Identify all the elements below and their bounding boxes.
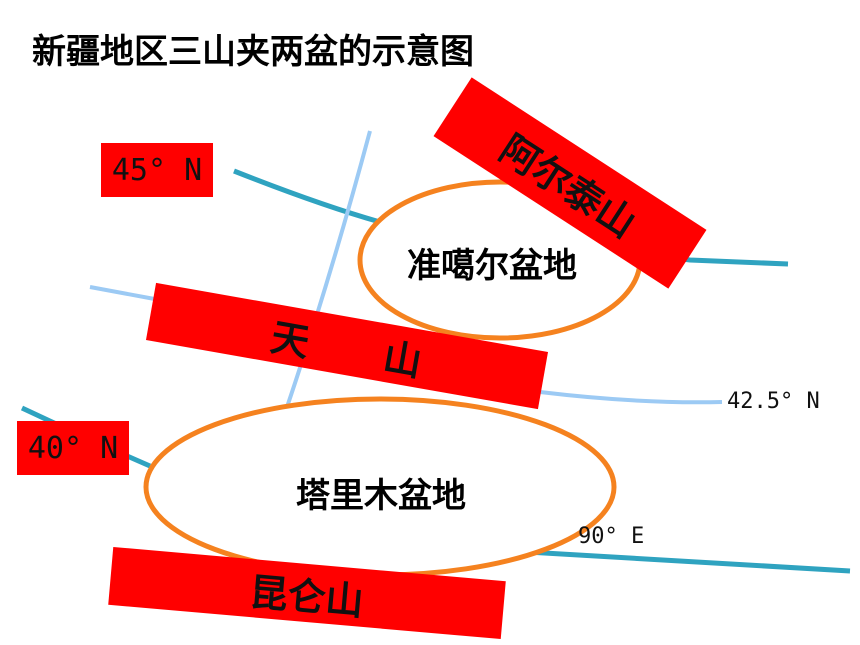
latitude-40-label: 40° N bbox=[17, 421, 129, 475]
junggar-basin-label: 准噶尔盆地 bbox=[407, 246, 577, 286]
tarim-basin-label: 塔里木盆地 bbox=[296, 476, 466, 516]
latitude-45-label: 45° N bbox=[101, 143, 213, 197]
longitude-90-label: 90° E bbox=[578, 524, 645, 549]
page-title: 新疆地区三山夹两盆的示意图 bbox=[32, 32, 474, 72]
latitude-42-5-label: 42.5° N bbox=[727, 389, 820, 414]
latitude-42-5-line bbox=[89, 285, 723, 405]
